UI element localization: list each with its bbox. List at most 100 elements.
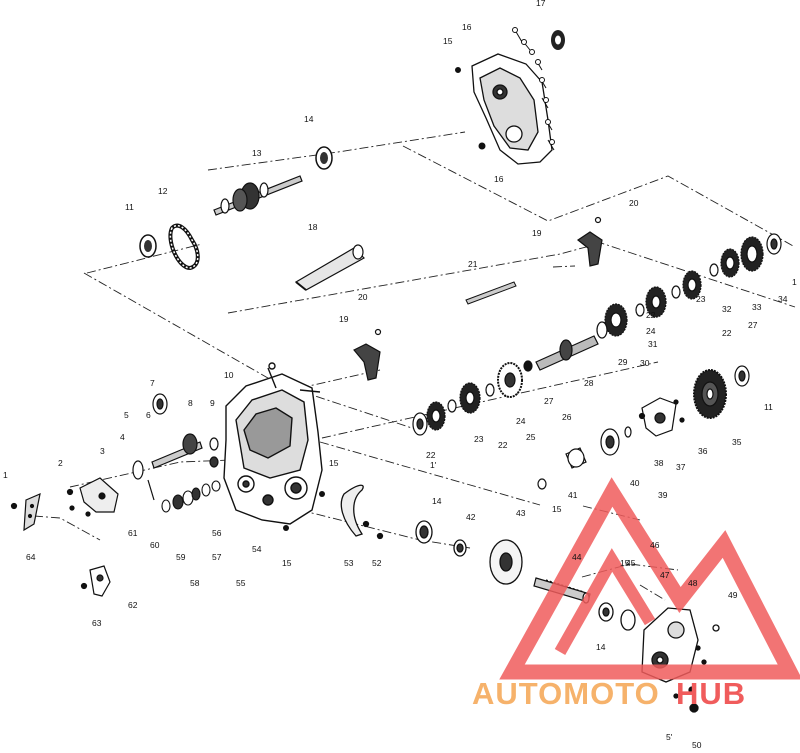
lower-cover-48	[641, 607, 720, 713]
part-label-13: 13	[252, 148, 262, 158]
part-label-1: 1	[3, 470, 8, 480]
part-label-46: 46	[650, 540, 660, 550]
part-label-44: 44	[572, 552, 582, 562]
part-label-15b: 15	[329, 458, 339, 468]
part-label-24a: 24	[516, 416, 526, 426]
part-label-41: 41	[568, 490, 578, 500]
gear-35	[693, 365, 750, 419]
part-label-35: 35	[732, 437, 742, 447]
part-label-14c: 14	[596, 642, 606, 652]
part-label-3: 3	[100, 446, 105, 456]
part-label-30: 30	[640, 358, 650, 368]
part-label-6: 6	[146, 410, 151, 420]
part-label-34: 34	[778, 294, 788, 304]
part-label-33: 33	[752, 302, 762, 312]
part-label-38: 38	[654, 458, 664, 468]
rod-21	[465, 281, 517, 305]
part-label-19a: 19	[339, 314, 349, 324]
bracket-3	[66, 477, 119, 517]
bearing-11-left	[139, 234, 157, 258]
part-label-51: 5'	[666, 732, 673, 742]
bearing-40	[600, 426, 632, 456]
part-label-40: 40	[630, 478, 640, 488]
part-label-12: 12	[158, 186, 168, 196]
shaft-5-6	[151, 433, 219, 469]
plate-64	[10, 492, 41, 532]
part-label-52: 52	[372, 558, 382, 568]
main-shaft-28	[523, 335, 599, 372]
part-label-53: 53	[344, 558, 354, 568]
part-label-11a: 11	[125, 202, 134, 212]
part-label-22b: 22	[498, 440, 508, 450]
part-label-15c: 15	[552, 504, 562, 514]
part-4	[132, 460, 155, 501]
part-label-7: 7	[150, 378, 155, 388]
part-label-49: 49	[728, 590, 738, 600]
part-label-37: 37	[676, 462, 686, 472]
watermark-logo: AUTOMOTO HUB	[472, 477, 800, 711]
part-label-23b: 23	[696, 294, 706, 304]
part-label-45: 45	[626, 558, 636, 568]
part-label-18: 18	[308, 222, 318, 232]
part-label-54: 54	[252, 544, 262, 554]
part-label-27b: 27	[748, 320, 758, 330]
part-label-23a: 23	[474, 434, 484, 444]
part-label-25: 25	[526, 432, 536, 442]
gear-17	[551, 30, 565, 50]
part-label-14a: 14	[304, 114, 314, 124]
part-label-17b: 1	[792, 277, 797, 287]
part-label-16b: 16	[494, 174, 504, 184]
part-label-22d: 22	[722, 328, 732, 338]
part-label-24b: 24	[646, 326, 656, 336]
bearing-14-mid	[415, 520, 433, 544]
washer-stack-55-60	[161, 480, 221, 513]
part-label-17a: 17	[536, 0, 546, 8]
part-label-8: 8	[188, 398, 193, 408]
sensor-62	[80, 565, 111, 597]
bearing-47	[598, 602, 636, 631]
part-label-22a: 22	[426, 450, 436, 460]
part-label-36: 36	[698, 446, 708, 456]
gear-7	[152, 393, 168, 415]
part-label-60: 60	[150, 540, 160, 550]
part-label-19b: 19	[532, 228, 542, 238]
part-label-29: 29	[618, 357, 628, 367]
part-label-55: 55	[236, 578, 246, 588]
part-label-47: 47	[660, 570, 670, 580]
misc-bolts	[283, 491, 325, 531]
part-label-43: 43	[516, 508, 526, 518]
part-label-50: 50	[692, 740, 702, 750]
part-label-32: 32	[722, 304, 732, 314]
cover-bolts	[455, 27, 555, 151]
part-label-21: 21	[468, 259, 478, 269]
part-label-57: 57	[212, 552, 222, 562]
part-label-2: 2	[58, 458, 63, 468]
chain-12	[168, 223, 200, 271]
part-label-9: 9	[210, 398, 215, 408]
part-label-58: 58	[190, 578, 200, 588]
main-housing-54	[223, 362, 323, 525]
part-label-26: 26	[562, 412, 572, 422]
part-label-15a: 15	[443, 36, 453, 46]
bearing-14-top	[315, 146, 333, 170]
part-label-39: 39	[658, 490, 668, 500]
part-label-48: 48	[688, 578, 698, 588]
gearbox-cover-16	[471, 53, 553, 165]
part-label-20a: 20	[358, 292, 368, 302]
watermark-text-automoto: AUTOMOTO	[472, 676, 660, 711]
part-label-63: 63	[92, 618, 102, 628]
part-label-64: 64	[26, 552, 36, 562]
part-label-61: 61	[128, 528, 138, 538]
seal-42	[453, 539, 467, 557]
part-label-31: 31	[648, 339, 658, 349]
part-label-28: 28	[584, 378, 594, 388]
part-label-27a: 27	[544, 396, 554, 406]
part-label-42: 42	[466, 512, 476, 522]
part-label-10: 10	[224, 370, 234, 380]
part-label-11c: 1'	[430, 460, 437, 470]
plate-53	[340, 484, 384, 540]
shift-shaft-18	[294, 244, 365, 291]
part-label-59: 59	[176, 552, 186, 562]
